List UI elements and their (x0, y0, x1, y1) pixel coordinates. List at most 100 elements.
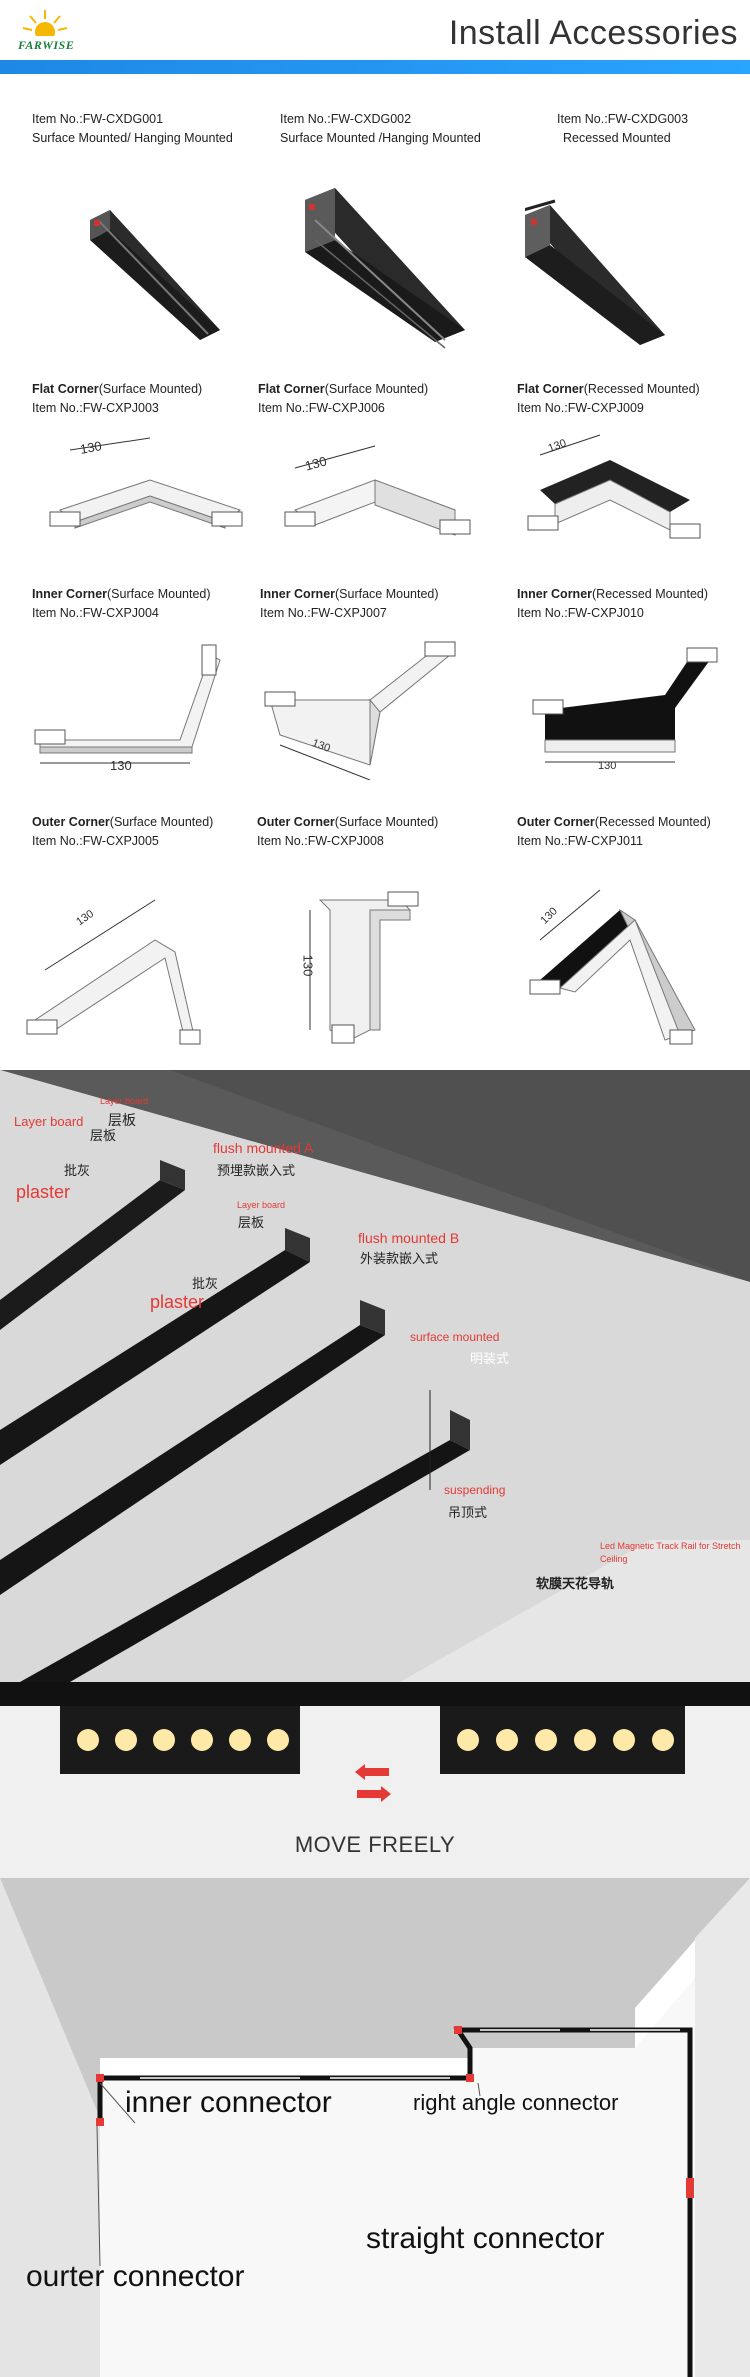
dimension-label: 130 (598, 760, 617, 772)
corner-name: Flat Corner (517, 382, 584, 396)
corner-name: Inner Corner (517, 587, 593, 601)
item-number: Item No.:FW-CXPJ006 (258, 401, 385, 415)
dimension-label: 130 (300, 954, 316, 977)
track-recessed-image (525, 199, 665, 345)
inner-corner-recessed-image (532, 647, 718, 763)
label-plaster-cn: 批灰 (64, 1163, 91, 1178)
product-caption: Item No.:FW-CXDG003 Recessed Mounted (557, 110, 688, 148)
inner-corner-surface-2-image (264, 641, 456, 780)
outer-corner-caption: Outer Corner(Surface Mounted) Item No.:F… (32, 813, 213, 851)
mount-type: (Surface Mounted) (334, 815, 439, 829)
label-layer-board-b: Layer board (237, 1200, 286, 1210)
label-stretch-cn: 软膜天花导轨 (536, 1576, 615, 1591)
move-freely-label: MOVE FREELY (294, 1832, 456, 1857)
item-number: Item No.:FW-CXPJ009 (517, 401, 644, 415)
track-rail (0, 1682, 750, 1706)
item-number: Item No.:FW-CXPJ003 (32, 401, 159, 415)
outer-corner-surface-image (26, 899, 201, 1045)
item-number: Item No.:FW-CXDG002 (280, 112, 412, 126)
product-desc: Recessed Mounted (563, 131, 671, 145)
spotlight-right (440, 1706, 685, 1774)
mount-type: (Surface Mounted) (109, 815, 214, 829)
inner-connector-label: inner connector (125, 2086, 332, 2119)
track-surface-hanging-image (305, 188, 465, 349)
label-layer-board-small: Layer board (100, 1096, 149, 1106)
mount-type: (Recessed Mounted) (594, 815, 711, 829)
inner-corner-surface-image (34, 644, 221, 764)
mount-type: (Recessed Mounted) (583, 382, 700, 396)
straight-connector-label: straight connector (366, 2222, 605, 2255)
label-layer-cn-2: 层板 (90, 1128, 117, 1143)
corner-name: Outer Corner (517, 815, 595, 829)
label-suspending-cn: 吊顶式 (448, 1505, 488, 1520)
inner-corner-caption: Inner Corner(Recessed Mounted) Item No.:… (517, 585, 708, 623)
item-number: Item No.:FW-CXPJ005 (32, 834, 159, 848)
flat-corner-caption: Flat Corner(Surface Mounted) Item No.:FW… (258, 380, 428, 418)
corner-name: Inner Corner (32, 587, 108, 601)
mount-type: (Surface Mounted) (324, 382, 429, 396)
label-suspending: suspending (444, 1483, 506, 1497)
header: FARWISE Install Accessories (0, 0, 750, 74)
connector-scene: inner connector right angle connector ou… (0, 1878, 750, 2377)
label-layer-board: Layer board (14, 1114, 84, 1129)
led-row-left (77, 1729, 289, 1751)
mount-type: (Recessed Mounted) (592, 587, 709, 601)
outer-connector-label: ourter connector (26, 2260, 245, 2293)
product-desc: Surface Mounted/ Hanging Mounted (32, 131, 233, 145)
outer-corner-caption: Outer Corner(Surface Mounted) Item No.:F… (257, 813, 438, 851)
right-angle-connector-label: right angle connector (413, 2090, 619, 2115)
header-accent-bar (0, 60, 750, 74)
corner-name: Inner Corner (260, 587, 336, 601)
label-plaster-b-cn: 批灰 (192, 1276, 219, 1291)
label-surface-cn: 明装式 (470, 1351, 510, 1366)
inner-corner-caption: Inner Corner(Surface Mounted) Item No.:F… (260, 585, 439, 623)
installation-scene: Layer board Layer board 层板 层板 批灰 plaster… (0, 1070, 750, 1682)
move-freely-scene: MOVE FREELY (0, 1682, 750, 1878)
page-title: Install Accessories (448, 14, 738, 52)
dimension-label: 130 (110, 758, 132, 773)
sun-logo-icon (22, 10, 68, 36)
label-flush-b-cn: 外装款嵌入式 (360, 1251, 439, 1266)
label-plaster-b: plaster (150, 1292, 205, 1312)
corner-name: Outer Corner (257, 815, 335, 829)
flat-corner-surface-2-image (284, 445, 471, 536)
mount-type: (Surface Mounted) (98, 382, 203, 396)
item-number: Item No.:FW-CXDG001 (32, 112, 164, 126)
item-number: Item No.:FW-CXPJ011 (517, 834, 643, 848)
label-flush-b: flush mounted B (358, 1230, 460, 1246)
label-stretch: Led Magnetic Track Rail for Stretch Ceil… (600, 1541, 741, 1564)
label-plaster: plaster (16, 1182, 71, 1202)
brand-logo: FARWISE (18, 38, 75, 52)
spotlight-left (60, 1706, 300, 1774)
flat-corner-caption: Flat Corner(Recessed Mounted) Item No.:F… (517, 380, 700, 418)
track-surface-image (90, 210, 220, 340)
label-flush-a: flush mounted A (213, 1140, 314, 1156)
mount-type: (Surface Mounted) (107, 587, 211, 601)
label-surface: surface mounted (410, 1330, 500, 1344)
installation-illustration (0, 1070, 750, 1682)
inner-corner-caption: Inner Corner(Surface Mounted) Item No.:F… (32, 585, 211, 623)
item-number: Item No.:FW-CXPJ004 (32, 606, 159, 620)
item-number: Item No.:FW-CXPJ007 (260, 606, 387, 620)
label-flush-a-cn: 预埋款嵌入式 (217, 1163, 296, 1178)
flat-corner-surface-image (49, 437, 243, 529)
item-number: Item No.:FW-CXDG003 (557, 112, 689, 126)
corner-name: Flat Corner (32, 382, 99, 396)
corner-name: Flat Corner (258, 382, 325, 396)
item-number: Item No.:FW-CXPJ010 (517, 606, 644, 620)
move-arrows-icon (355, 1764, 391, 1802)
product-caption: Item No.:FW-CXDG002 Surface Mounted /Han… (280, 110, 481, 148)
flat-corner-caption: Flat Corner(Surface Mounted) Item No.:FW… (32, 380, 202, 418)
corner-name: Outer Corner (32, 815, 110, 829)
flat-corner-recessed-image (527, 434, 701, 539)
room-illustration (0, 1878, 750, 2377)
mount-type: (Surface Mounted) (335, 587, 439, 601)
outer-corner-caption: Outer Corner(Recessed Mounted) Item No.:… (517, 813, 711, 851)
label-layer-cn: 层板 (108, 1112, 136, 1128)
product-caption: Item No.:FW-CXDG001 Surface Mounted/ Han… (32, 110, 233, 148)
outer-corner-surface-2-image (309, 891, 419, 1044)
led-row-right (457, 1729, 674, 1751)
product-desc: Surface Mounted /Hanging Mounted (280, 131, 481, 145)
label-layer-b-cn: 层板 (238, 1215, 265, 1230)
outer-corner-recessed-image (529, 889, 696, 1045)
